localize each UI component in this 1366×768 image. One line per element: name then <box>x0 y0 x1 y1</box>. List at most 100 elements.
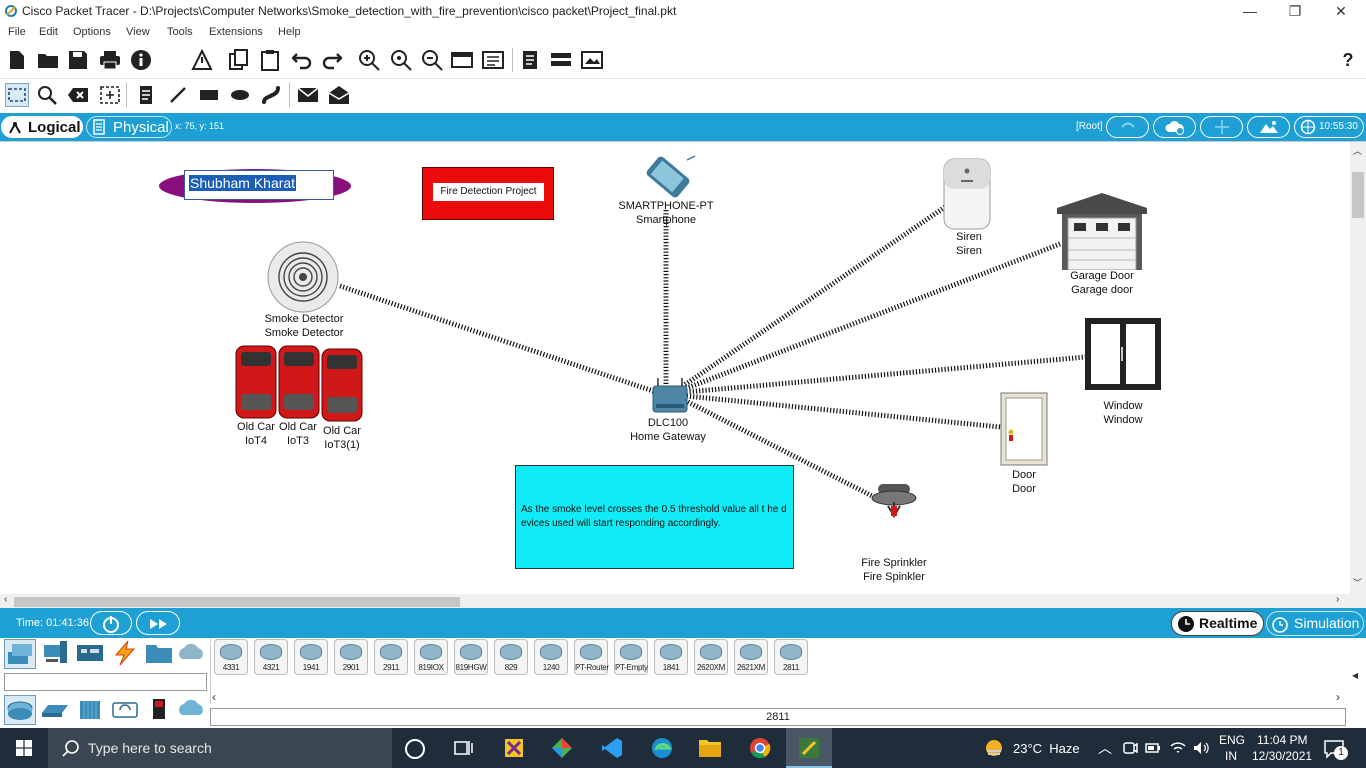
router-model-2621xm[interactable]: 2621XM <box>734 639 768 675</box>
scroll-down-icon[interactable]: ﹀ <box>1353 578 1363 588</box>
router-model-2620xm[interactable]: 2620XM <box>694 639 728 675</box>
cortana-icon[interactable] <box>405 739 425 759</box>
cluster-button[interactable] <box>1153 116 1196 138</box>
add-simple-pdu-icon[interactable] <box>296 83 320 107</box>
new-file-icon[interactable] <box>5 48 29 72</box>
undo-icon[interactable] <box>290 48 314 72</box>
scroll-up-icon[interactable]: ︿ <box>1353 146 1363 156</box>
notes-icon[interactable] <box>518 48 542 72</box>
menu-edit[interactable]: Edit <box>39 26 58 38</box>
activity-wizard-icon[interactable] <box>190 48 214 72</box>
menu-extensions[interactable]: Extensions <box>209 26 263 38</box>
router-model-1941[interactable]: 1941 <box>294 639 328 675</box>
language-region[interactable]: IN <box>1225 749 1237 763</box>
connections-category-icon[interactable] <box>110 639 142 669</box>
miscellaneous-category-icon[interactable] <box>144 639 176 669</box>
navigation-button[interactable] <box>1106 116 1149 138</box>
battery-icon[interactable] <box>1145 740 1161 756</box>
taskbar-clock[interactable]: 11:04 PM <box>1257 733 1308 747</box>
task-view-icon[interactable] <box>453 738 473 758</box>
wan-emulation-subcategory-icon[interactable] <box>176 695 208 725</box>
end-devices-category-icon[interactable] <box>40 639 72 669</box>
switches-subcategory-icon[interactable] <box>40 695 72 725</box>
scroll-right-icon[interactable]: › <box>1336 594 1340 605</box>
draw-ellipse-icon[interactable] <box>228 83 252 107</box>
router-model-pt-empty[interactable]: PT-Empty <box>614 639 648 675</box>
print-icon[interactable] <box>98 48 122 72</box>
menu-file[interactable]: File <box>8 26 26 38</box>
place-note-icon[interactable] <box>134 83 158 107</box>
home-gateway-icon[interactable] <box>650 376 690 416</box>
notification-center-icon[interactable] <box>1323 738 1345 760</box>
freeform-icon[interactable] <box>259 83 283 107</box>
zoom-reset-icon[interactable] <box>389 48 413 72</box>
select-tool-icon[interactable] <box>5 83 29 107</box>
router-model-1841[interactable]: 1841 <box>654 639 688 675</box>
close-button[interactable]: ✕ <box>1335 3 1347 19</box>
delete-icon[interactable] <box>66 83 90 107</box>
smoke-detector-icon[interactable] <box>266 240 340 314</box>
vertical-scrollbar[interactable]: ︿ ﹀ <box>1350 142 1366 594</box>
device-list-scroll-left-icon[interactable]: ‹ <box>212 690 216 704</box>
router-model-4321[interactable]: 4321 <box>254 639 288 675</box>
menu-help[interactable]: Help <box>278 26 301 38</box>
multiuser-category-icon[interactable] <box>176 639 208 669</box>
packet-tracer-taskbar-button[interactable] <box>786 728 832 768</box>
clock-viewport-button[interactable]: 10:55:30 <box>1294 116 1364 138</box>
project-title-box[interactable]: Fire Detection Project <box>422 167 554 220</box>
router-model-2811[interactable]: 2811 <box>774 639 808 675</box>
start-button[interactable] <box>0 728 48 768</box>
info-icon[interactable] <box>129 48 153 72</box>
router-model-pt-router[interactable]: PT-Router <box>574 639 609 675</box>
security-subcategory-icon[interactable] <box>144 695 176 725</box>
git-app-icon[interactable] <box>550 736 574 760</box>
horizontal-scrollbar[interactable]: ‹ › <box>0 594 1366 609</box>
old-car-iot3-icon[interactable] <box>277 344 321 420</box>
panel-collapse-icon[interactable]: ◂ <box>1352 668 1359 682</box>
add-complex-pdu-icon[interactable] <box>327 83 351 107</box>
physical-tab[interactable]: Physical <box>86 116 172 138</box>
root-breadcrumb[interactable]: [Root] <box>1076 121 1103 132</box>
menu-view[interactable]: View <box>126 26 150 38</box>
help-icon[interactable]: ? <box>1342 49 1354 70</box>
old-car-iot4-icon[interactable] <box>234 344 278 420</box>
vscode-app-icon[interactable] <box>600 736 624 760</box>
screenshot-icon[interactable] <box>580 48 604 72</box>
fast-forward-button[interactable] <box>136 611 180 635</box>
winrar-app-icon[interactable] <box>502 736 526 760</box>
edge-browser-icon[interactable] <box>650 736 674 760</box>
simulation-mode-button[interactable]: Simulation <box>1266 611 1364 636</box>
zoom-in-icon[interactable] <box>357 48 381 72</box>
meet-now-icon[interactable] <box>1122 740 1138 756</box>
old-car-iot3-1-icon[interactable] <box>320 347 364 423</box>
weather-haze-icon[interactable] <box>984 738 1004 758</box>
router-model-1240[interactable]: 1240 <box>534 639 568 675</box>
taskbar-search-box[interactable]: Type here to search <box>48 728 392 768</box>
router-model-2911[interactable]: 2911 <box>374 639 408 675</box>
chevron-up-icon[interactable]: ︿ <box>1098 740 1112 756</box>
draw-rectangle-icon[interactable] <box>197 83 221 107</box>
wireless-subcategory-icon[interactable] <box>110 695 142 725</box>
routers-subcategory-icon[interactable] <box>4 695 36 725</box>
open-folder-icon[interactable] <box>36 48 60 72</box>
power-cycle-button[interactable] <box>90 611 132 635</box>
language-code[interactable]: ENG <box>1219 733 1246 747</box>
copy-icon[interactable] <box>227 48 251 72</box>
redo-icon[interactable] <box>320 48 344 72</box>
paste-icon[interactable] <box>258 48 282 72</box>
smartphone-device-icon[interactable] <box>639 154 697 200</box>
components-category-icon[interactable] <box>75 639 107 669</box>
file-explorer-icon[interactable] <box>698 737 722 759</box>
draw-line-icon[interactable] <box>166 83 190 107</box>
wifi-icon[interactable] <box>1169 740 1187 756</box>
logical-tab[interactable]: Logical <box>1 116 83 138</box>
horizontal-scroll-thumb[interactable] <box>14 597 460 607</box>
volume-icon[interactable] <box>1192 740 1210 756</box>
threshold-note[interactable]: As the smoke level crosses the 0.5 thres… <box>515 465 794 569</box>
move-object-button[interactable] <box>1200 116 1243 138</box>
network-devices-category-icon[interactable] <box>4 639 36 669</box>
device-list-scroll-right-icon[interactable]: › <box>1336 690 1340 704</box>
taskbar-date[interactable]: 12/30/2021 <box>1252 749 1313 763</box>
vertical-scroll-thumb[interactable] <box>1352 172 1364 218</box>
router-model-829[interactable]: 829 <box>494 639 528 675</box>
